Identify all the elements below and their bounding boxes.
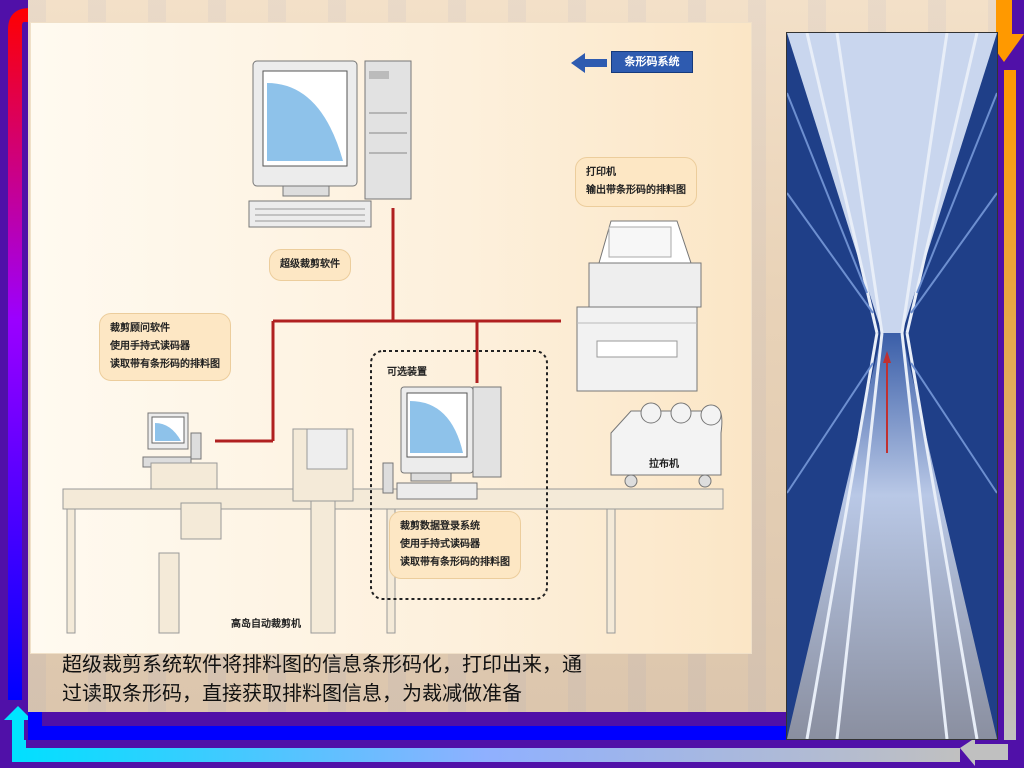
- caption-line-2: 过读取条形码，直接获取排料图信息，为裁减做准备: [62, 681, 522, 705]
- cutter-label: 高岛自动裁剪机: [231, 619, 301, 630]
- cutting-table: [62, 428, 724, 634]
- main-computer: [248, 60, 412, 228]
- warehouse-photo: [786, 32, 998, 740]
- arrow-left-icon: [571, 53, 607, 73]
- diagram-panel: 条形码系统 超级裁剪软件 打印机 输出带条形码的排料图 裁剪顾问软件 使用手持式…: [30, 22, 752, 654]
- network-lines: [215, 208, 561, 443]
- consult-label-line-2: 使用手持式读码器: [110, 341, 190, 352]
- consult-software-label: 裁剪顾问软件 使用手持式读码器 读取带有条形码的排料图: [99, 313, 231, 381]
- consult-label-line-3: 读取带有条形码的排料图: [110, 359, 220, 370]
- optional-computer: [382, 386, 502, 500]
- caption-line-1: 超级裁剪系统软件将排料图的信息条形码化，打印出来，通: [62, 652, 582, 676]
- consult-label-line-1: 裁剪顾问软件: [110, 323, 170, 334]
- software-label-text: 超级裁剪软件: [280, 259, 340, 270]
- spreader-label: 拉布机: [649, 459, 679, 470]
- cutting-data-line-3: 读取带有条形码的排料图: [400, 557, 510, 568]
- system-tag-text: 条形码系统: [624, 55, 680, 68]
- warehouse-aisle-image: [787, 33, 997, 739]
- printer-label-line-1: 打印机: [586, 167, 616, 178]
- optional-device-label: 可选装置: [387, 367, 427, 378]
- slide-caption: 超级裁剪系统软件将排料图的信息条形码化，打印出来，通 过读取条形码，直接获取排料…: [62, 650, 752, 708]
- spreader-machine: [610, 402, 723, 488]
- cutting-data-line-2: 使用手持式读码器: [400, 539, 480, 550]
- software-label: 超级裁剪软件: [269, 249, 351, 281]
- printer: [576, 220, 702, 392]
- optional-device-outline: [370, 350, 548, 600]
- system-diagram: [62, 60, 724, 634]
- system-tag: 条形码系统: [611, 51, 693, 73]
- printer-label: 打印机 输出带条形码的排料图: [575, 157, 697, 207]
- cutting-data-label: 裁剪数据登录系统 使用手持式读码器 读取带有条形码的排料图: [389, 511, 521, 579]
- left-terminal: [142, 412, 202, 468]
- cutting-data-line-1: 裁剪数据登录系统: [400, 521, 480, 532]
- printer-label-line-2: 输出带条形码的排料图: [586, 185, 686, 196]
